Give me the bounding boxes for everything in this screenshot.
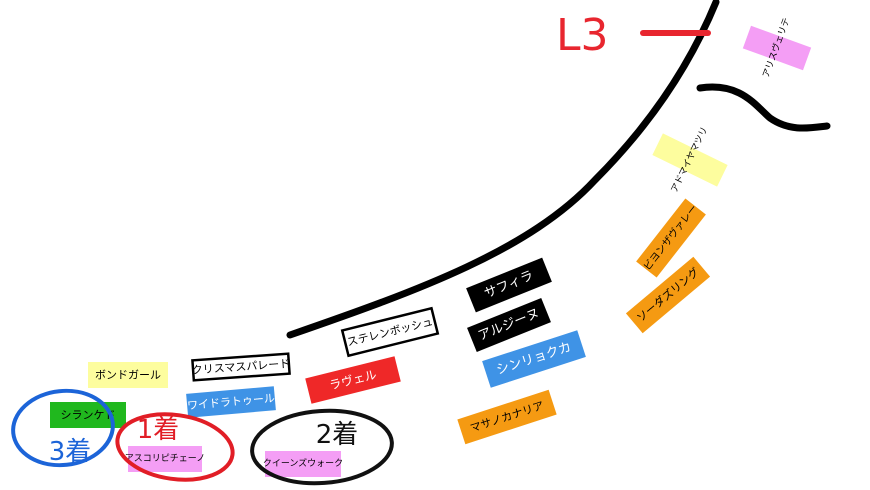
- horse-label: アリスヴェリテ: [742, 16, 812, 79]
- horse-labels: アリスヴェリテアドマイヤマツリビヨンザヴァレーソーダズリングサフィラアルジーヌシ…: [50, 16, 812, 477]
- horse-label-box: [467, 297, 551, 353]
- course-rail: [286, 0, 720, 339]
- horse-name: ボンドガール: [95, 369, 161, 382]
- horse-label: ボンドガール: [88, 362, 168, 388]
- placing-circle: [115, 412, 235, 482]
- horse-label: ソーダズリング: [625, 256, 711, 334]
- horse-name: ソーダズリング: [634, 265, 702, 325]
- horse-label-box: [742, 25, 812, 71]
- horse-label: クリスマスパレード: [191, 352, 291, 382]
- horse-label-box: [191, 352, 291, 382]
- horse-label: クイーンズウォーク: [263, 451, 343, 477]
- horse-label: ステレンボッシュ: [340, 306, 440, 358]
- horse-label-box: [186, 386, 276, 418]
- placing-circle: [250, 408, 394, 486]
- horse-label: ワイドラトゥール: [186, 386, 276, 418]
- horse-label-box: [305, 356, 401, 404]
- placing-circles: 1着 2着 3着: [11, 388, 394, 486]
- horse-label-box: [457, 389, 557, 445]
- horse-label-box: [88, 362, 168, 388]
- horse-label-box: [466, 257, 552, 313]
- placing-label: 2着: [316, 420, 359, 450]
- horse-label: マサノカナリア: [457, 389, 557, 445]
- course-branch-line: [696, 83, 831, 132]
- horse-label-box: [625, 256, 711, 334]
- placing-circle: [11, 388, 115, 468]
- placing-label: 3着: [49, 437, 92, 467]
- horse-label: アドマイヤマツリ: [652, 126, 728, 194]
- horse-label-box: [652, 133, 728, 187]
- horse-name: アスコリピチェーノ: [125, 453, 205, 464]
- horse-name: クイーンズウォーク: [263, 457, 343, 469]
- horse-label-box: [265, 451, 341, 477]
- l3-marker-label: L3: [556, 10, 609, 61]
- horse-label-box: [340, 306, 440, 358]
- horse-label-box: [636, 198, 706, 278]
- horse-name: シランケド: [61, 409, 116, 422]
- horse-label: ラヴェル: [305, 356, 401, 404]
- horse-label-box: [482, 330, 586, 388]
- placing-label: 1着: [137, 415, 180, 445]
